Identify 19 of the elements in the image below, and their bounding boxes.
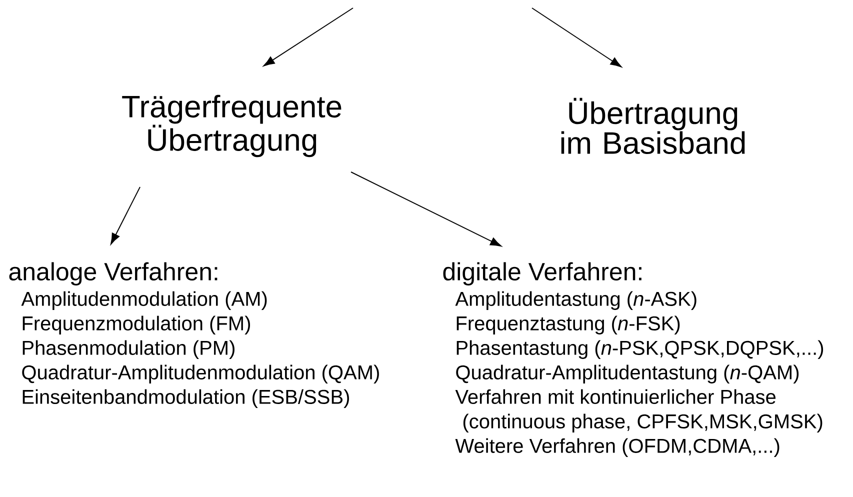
arrow xyxy=(263,8,354,66)
method-item: Frequenztastung (n-FSK) xyxy=(456,316,680,334)
method-item: Quadratur-Amplitudentastung (n-QAM) xyxy=(456,364,799,384)
method-item: Quadratur-Amplitudenmodulation (QAM) xyxy=(22,364,379,384)
method-item: Einseitenbandmodulation (ESB/SSB) xyxy=(22,389,349,408)
method-item: Amplitudentastung (n-ASK) xyxy=(455,291,696,310)
arrow xyxy=(532,8,622,68)
category-heading: digitale Verfahren: xyxy=(443,262,642,286)
heading-text: Übertragung im Basisband xyxy=(561,98,745,154)
heading-text: Trägerfrequente Übertragung xyxy=(122,94,342,158)
method-item: Phasenmodulation (PM) xyxy=(22,340,234,359)
method-item: Weitere Verfahren (OFDM,CDMA,...) xyxy=(455,438,780,457)
method-item: Amplitudenmodulation (AM) xyxy=(21,291,267,310)
method-item: Frequenzmodulation (FM) xyxy=(22,316,250,334)
arrow xyxy=(350,172,502,246)
category-heading: analoge Verfahren: xyxy=(9,262,218,286)
arrow xyxy=(110,186,140,244)
method-item: Phasentastung (n-PSK,QPSK,DQPSK,...) xyxy=(456,340,824,359)
method-item: Verfahren mit kontinuierlicher Phase (continuous phase, CPFSK,MSK,GMSK) xyxy=(455,389,822,432)
